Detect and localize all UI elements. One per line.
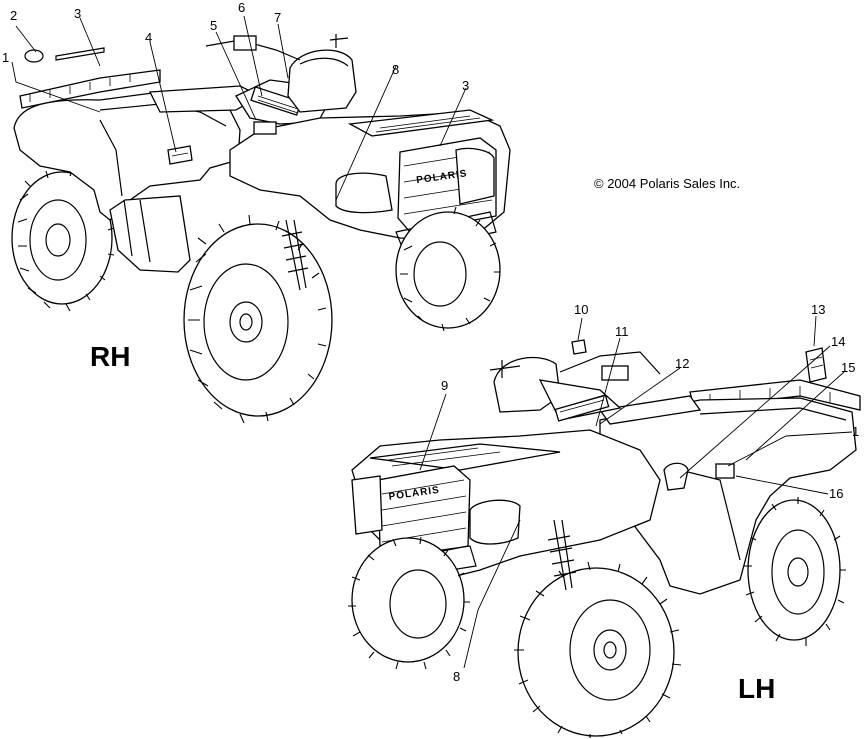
rh-rear-rack <box>19 69 161 109</box>
lh-front-shock <box>547 519 577 591</box>
lh-leader-lines <box>419 315 853 669</box>
lh-body <box>599 397 857 595</box>
decal-warning-lh <box>663 462 689 491</box>
decal-rear-tab <box>805 347 827 383</box>
lh-callout: 15 <box>841 360 855 375</box>
lh-callout: 10 <box>574 302 588 317</box>
rh-callout: 7 <box>274 10 281 25</box>
decal-strip <box>55 47 105 61</box>
lh-callout: 14 <box>831 334 845 349</box>
lh-rear-wheel <box>743 497 846 646</box>
rh-callout: 8 <box>392 62 399 77</box>
decal-warning <box>167 145 193 165</box>
rh-callout: 1 <box>2 50 9 65</box>
lh-callout: 8 <box>453 669 460 684</box>
lh-callout: 11 <box>615 324 629 339</box>
atv-right-side-view: POLARIS 1 2 3 4 5 6 7 8 <box>2 0 511 424</box>
rh-callout: 6 <box>238 0 245 15</box>
rh-front-shock <box>281 219 309 291</box>
rh-callout: 5 <box>210 18 217 33</box>
lh-front-wheel-far <box>348 536 470 670</box>
lh-view-label: LH <box>738 673 775 704</box>
decal-small-flag <box>571 339 587 355</box>
copyright-notice: © 2004 Polaris Sales Inc. <box>594 176 740 191</box>
rh-callout: 2 <box>10 8 17 23</box>
rh-view-label: RH <box>90 341 130 372</box>
lh-front-wheel-near <box>514 561 682 738</box>
rh-callout: 3 <box>74 6 81 21</box>
atv-left-side-view: POLARIS 10 11 12 13 14 15 <box>348 302 861 738</box>
rh-callout: 4 <box>145 30 152 45</box>
rh-front-wheel-near <box>183 214 333 424</box>
lh-callout: 9 <box>441 378 448 393</box>
lh-callout: 12 <box>675 356 689 371</box>
rh-body <box>13 34 511 273</box>
decal-round <box>24 49 44 63</box>
rh-callout: 3 <box>462 78 469 93</box>
rh-leader-lines <box>11 15 467 201</box>
lh-callout: 1 <box>852 424 859 439</box>
lh-callout: 13 <box>811 302 825 317</box>
rh-front-wheel-far <box>395 206 501 332</box>
decal-fender <box>715 463 735 479</box>
decal-side <box>253 121 277 135</box>
lh-callout: 16 <box>829 486 843 501</box>
rh-rear-wheel <box>11 168 115 312</box>
